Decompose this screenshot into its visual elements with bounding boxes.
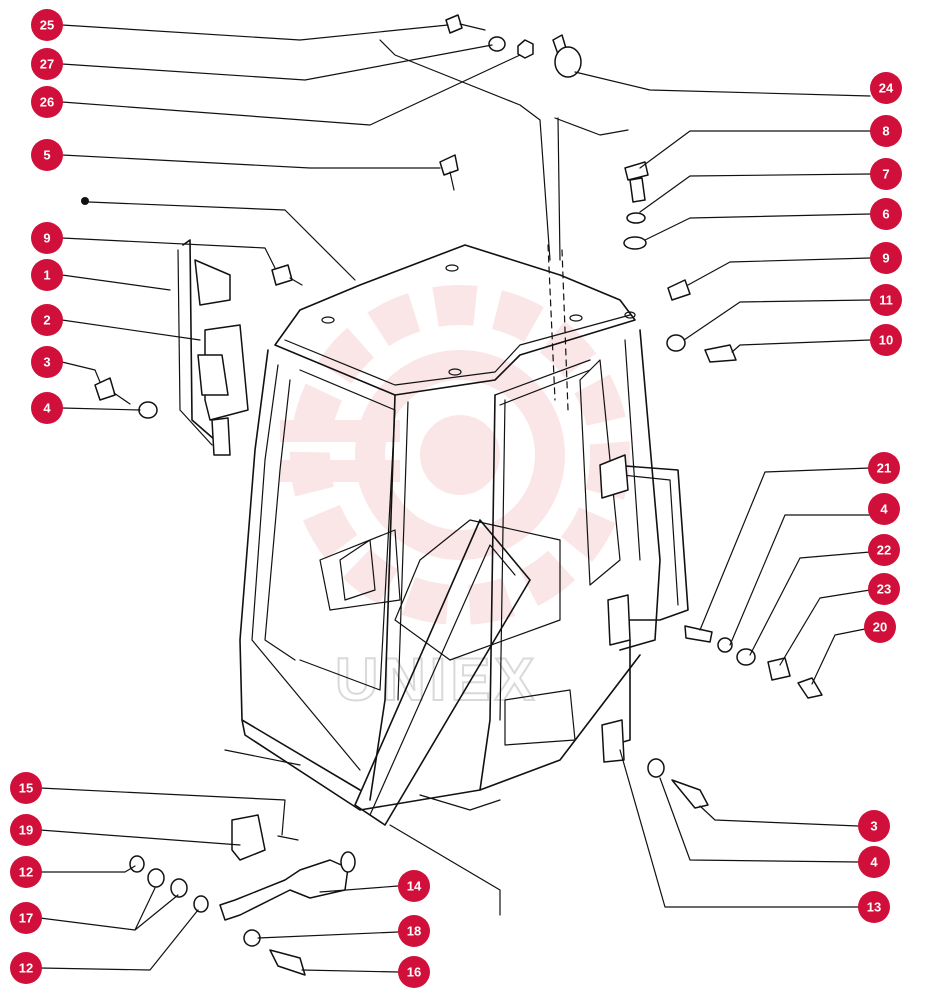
svg-text:17: 17 — [19, 911, 33, 926]
callout-12-lower: 12 — [10, 952, 42, 984]
svg-text:12: 12 — [19, 865, 33, 880]
callout-16: 16 — [398, 956, 430, 988]
callout-25: 25 — [31, 9, 63, 41]
svg-text:16: 16 — [407, 965, 421, 980]
svg-text:5: 5 — [43, 148, 50, 163]
callout-11: 11 — [870, 284, 902, 316]
svg-text:12: 12 — [19, 961, 33, 976]
callout-19: 19 — [10, 814, 42, 846]
callout-26: 26 — [31, 86, 63, 118]
callout-22: 22 — [868, 534, 900, 566]
svg-text:6: 6 — [882, 207, 889, 222]
svg-text:25: 25 — [40, 18, 54, 33]
callout-13: 13 — [858, 891, 890, 923]
svg-text:13: 13 — [867, 900, 881, 915]
svg-text:1: 1 — [43, 268, 50, 283]
svg-text:27: 27 — [40, 57, 54, 72]
callout-3-left: 3 — [31, 346, 63, 378]
callouts: 25 27 26 5 9 1 2 3 4 24 8 7 6 9 11 10 21… — [10, 9, 902, 988]
callout-5: 5 — [31, 139, 63, 171]
svg-text:10: 10 — [879, 333, 893, 348]
callout-15: 15 — [10, 772, 42, 804]
callout-23: 23 — [868, 573, 900, 605]
callout-8: 8 — [870, 115, 902, 147]
svg-text:2: 2 — [43, 313, 50, 328]
callout-20: 20 — [864, 611, 896, 643]
callout-24: 24 — [870, 72, 902, 104]
svg-text:23: 23 — [877, 582, 891, 597]
svg-text:4: 4 — [870, 855, 878, 870]
callout-2: 2 — [31, 304, 63, 336]
callout-12-upper: 12 — [10, 856, 42, 888]
callout-18: 18 — [398, 915, 430, 947]
svg-text:24: 24 — [879, 81, 894, 96]
callout-21: 21 — [868, 452, 900, 484]
callout-1: 1 — [31, 259, 63, 291]
svg-text:22: 22 — [877, 543, 891, 558]
callout-9-right: 9 — [870, 242, 902, 274]
grab-handle-right — [599, 454, 689, 763]
svg-text:9: 9 — [43, 231, 50, 246]
callout-7: 7 — [870, 158, 902, 190]
callout-3-right: 3 — [858, 810, 890, 842]
svg-text:4: 4 — [880, 502, 888, 517]
svg-text:9: 9 — [882, 251, 889, 266]
callout-4-right-lower: 4 — [858, 846, 890, 878]
grab-rail-front — [354, 519, 531, 826]
svg-text:8: 8 — [882, 124, 889, 139]
callout-9-left: 9 — [31, 222, 63, 254]
svg-text:19: 19 — [19, 823, 33, 838]
callout-14: 14 — [398, 870, 430, 902]
hardware-parts — [94, 14, 823, 976]
callout-6: 6 — [870, 198, 902, 230]
callout-4-left: 4 — [31, 392, 63, 424]
svg-text:14: 14 — [407, 879, 422, 894]
callout-27: 27 — [31, 48, 63, 80]
reference-dot — [81, 197, 89, 205]
svg-text:3: 3 — [870, 819, 877, 834]
svg-text:18: 18 — [407, 924, 421, 939]
callout-10: 10 — [870, 324, 902, 356]
watermark-text: UNIEX — [335, 646, 538, 713]
svg-text:7: 7 — [882, 167, 889, 182]
callout-4-right-upper: 4 — [868, 493, 900, 525]
svg-text:26: 26 — [40, 95, 54, 110]
svg-text:15: 15 — [19, 781, 33, 796]
svg-text:4: 4 — [43, 401, 51, 416]
svg-text:21: 21 — [877, 461, 891, 476]
leader-lines — [39, 24, 871, 973]
svg-text:3: 3 — [43, 355, 50, 370]
mirror-assembly — [177, 239, 249, 456]
cab-body — [224, 39, 661, 916]
svg-text:20: 20 — [873, 620, 887, 635]
callout-17: 17 — [10, 902, 42, 934]
svg-text:11: 11 — [879, 293, 893, 308]
